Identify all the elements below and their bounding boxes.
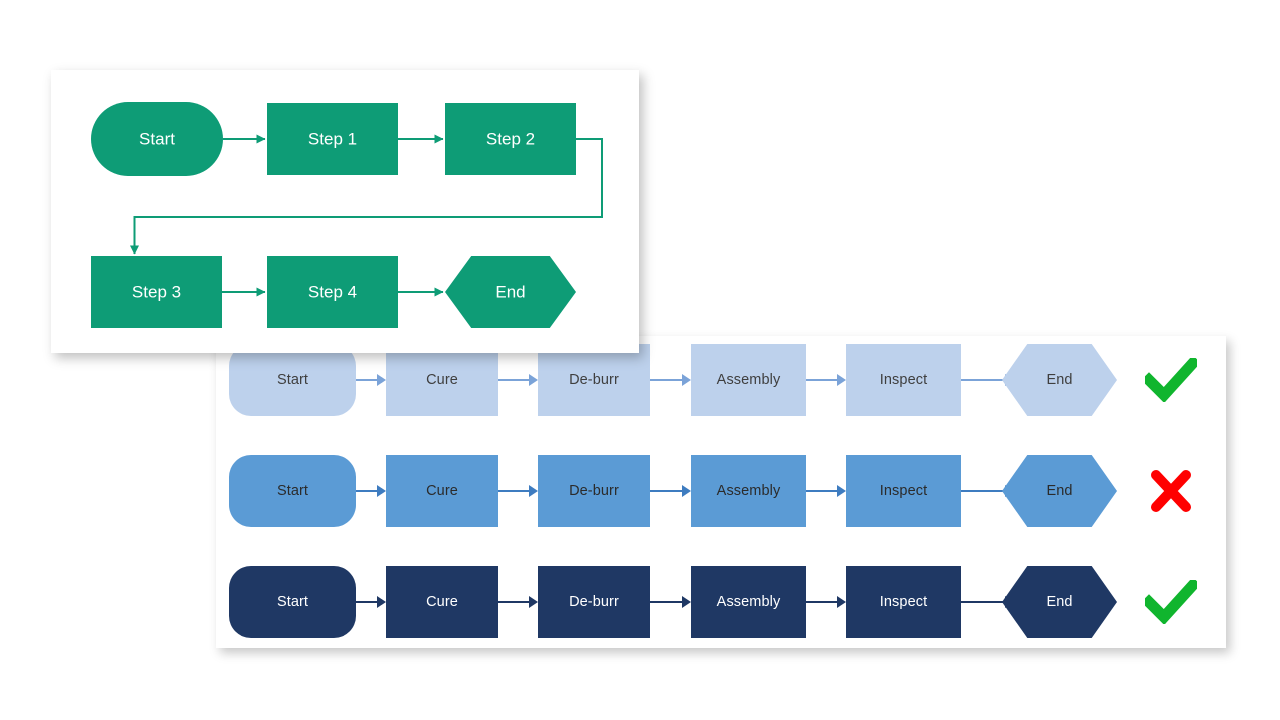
process-node-dark-blue-inspect[interactable]: Inspect [846,566,961,638]
process-arrow-medium-blue-3 [806,455,846,527]
arrow-line [806,601,837,603]
arrow-head-icon [529,374,538,386]
process-node-dark-blue-cure[interactable]: Cure [386,566,498,638]
process-row-medium-blue: Start Cure De-burr Assembly Inspect End [216,455,1226,527]
generic-flowchart-svg: Start Step 1 Step 2 Step 3 Step 4 End [91,102,603,328]
arrow-line [498,601,529,603]
arrow-line [356,379,377,381]
flow-node-start[interactable] [91,102,223,176]
process-node-medium-blue-cure[interactable]: Cure [386,455,498,527]
arrow-line [806,490,837,492]
process-node-light-blue-assembly[interactable]: Assembly [691,344,806,416]
process-arrow-dark-blue-0 [356,566,386,638]
arrow-head-icon [377,485,386,497]
process-arrow-light-blue-1 [498,344,538,416]
flow-node-label-step3: Step 3 [132,282,181,301]
check-icon [1145,580,1197,624]
flow-node-label-end: End [495,282,525,301]
flow-node-label-step4: Step 4 [308,282,357,301]
flow-node-step4[interactable] [267,256,398,328]
process-arrow-light-blue-0 [356,344,386,416]
arrow-line [650,490,682,492]
arrow-head-icon [837,485,846,497]
arrow-head-icon [377,596,386,608]
arrow-line [806,379,837,381]
process-node-dark-blue-assembly[interactable]: Assembly [691,566,806,638]
arrow-head-icon [377,374,386,386]
arrow-line [498,490,529,492]
flowchart-nodes: Start Step 1 Step 2 Step 3 Step 4 End [91,102,576,328]
flow-connector-step2-to-step3 [130,138,603,255]
arrow-line [650,379,682,381]
flow-node-step1[interactable] [267,103,398,175]
arrow-head-icon [837,374,846,386]
process-arrow-dark-blue-2 [650,566,691,638]
arrow-head-icon [529,485,538,497]
process-arrow-medium-blue-1 [498,455,538,527]
arrow-line [961,490,1005,492]
process-arrow-dark-blue-1 [498,566,538,638]
flow-node-step3[interactable] [91,256,222,328]
arrow-line [356,601,377,603]
process-node-medium-blue-assembly[interactable]: Assembly [691,455,806,527]
process-node-dark-blue-end[interactable]: End [1002,566,1117,638]
flow-node-label-start: Start [139,129,175,148]
arrow-line [498,379,529,381]
process-node-medium-blue-inspect[interactable]: Inspect [846,455,961,527]
process-node-light-blue-end[interactable]: End [1002,344,1117,416]
status-cross-icon [1136,455,1206,527]
arrow-head-icon [682,485,691,497]
status-check-icon [1136,344,1206,416]
process-arrow-medium-blue-2 [650,455,691,527]
process-arrow-medium-blue-0 [356,455,386,527]
flow-node-step2[interactable] [445,103,576,175]
process-node-medium-blue-end[interactable]: End [1002,455,1117,527]
flow-node-label-step2: Step 2 [486,129,535,148]
arrow-head-icon [529,596,538,608]
process-arrow-light-blue-2 [650,344,691,416]
flow-node-end[interactable] [445,256,576,328]
arrow-line [650,601,682,603]
arrow-line [356,490,377,492]
process-row-light-blue: Start Cure De-burr Assembly Inspect End [216,344,1226,416]
flow-node-label-step1: Step 1 [308,129,357,148]
process-node-light-blue-de-burr[interactable]: De-burr [538,344,650,416]
process-node-light-blue-start[interactable]: Start [229,344,356,416]
process-arrow-dark-blue-3 [806,566,846,638]
check-icon [1145,358,1197,402]
arrow-line [961,379,1005,381]
flowchart-connectors [130,134,603,297]
generic-flowchart-card: Start Step 1 Step 2 Step 3 Step 4 End [51,70,639,353]
process-arrow-light-blue-3 [806,344,846,416]
process-node-light-blue-inspect[interactable]: Inspect [846,344,961,416]
arrow-head-icon [837,596,846,608]
process-node-light-blue-cure[interactable]: Cure [386,344,498,416]
arrow-head-icon [682,596,691,608]
status-check-icon [1136,566,1206,638]
process-row-dark-blue: Start Cure De-burr Assembly Inspect End [216,566,1226,638]
cross-icon [1151,470,1191,512]
process-node-medium-blue-de-burr[interactable]: De-burr [538,455,650,527]
process-node-medium-blue-start[interactable]: Start [229,455,356,527]
process-node-dark-blue-de-burr[interactable]: De-burr [538,566,650,638]
arrow-head-icon [682,374,691,386]
arrow-line [961,601,1005,603]
process-node-dark-blue-start[interactable]: Start [229,566,356,638]
